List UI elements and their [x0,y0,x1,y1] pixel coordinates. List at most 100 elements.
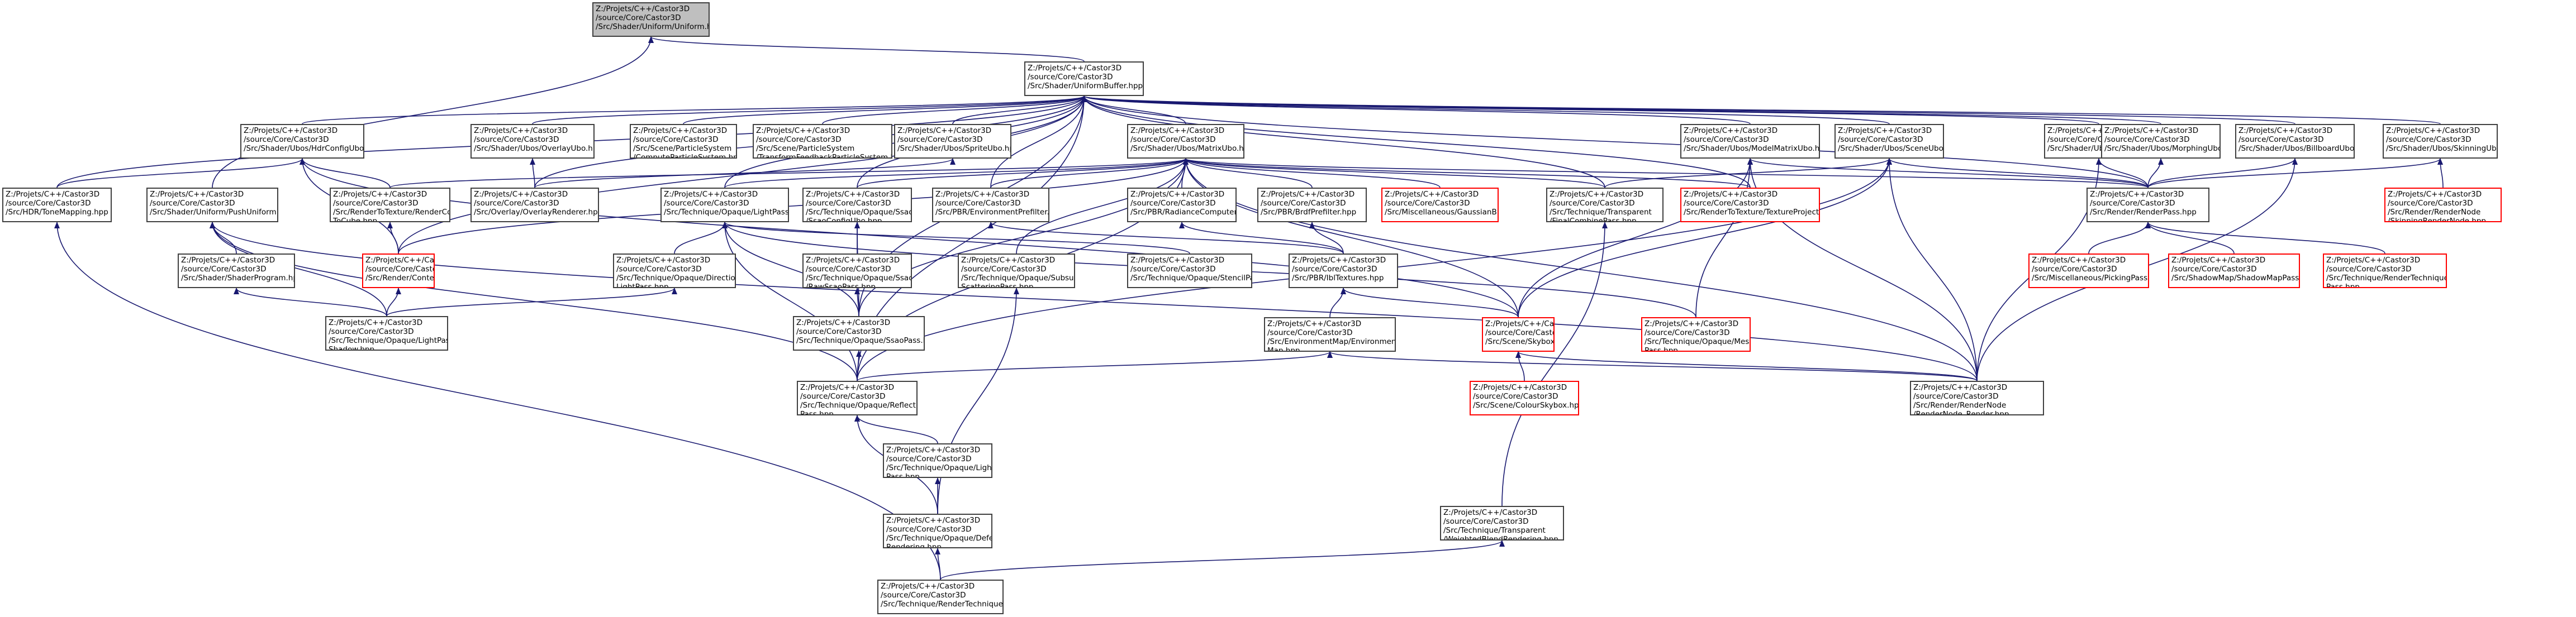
dependency-edge [940,540,1505,580]
file-node-rtttexproj[interactable]: Z:/Projets/C++/Castor3D/source/Core/Cast… [1680,188,1820,222]
dependency-edge [398,95,1087,254]
file-node-hdrcfg[interactable]: Z:/Projets/C++/Castor3D/source/Core/Cast… [240,124,364,159]
file-node-matrixubo[interactable]: Z:/Projets/C++/Castor3D/source/Core/Cast… [1127,124,1244,159]
file-node-line: /source/Core/Castor3D [244,135,329,144]
file-node-root[interactable]: Z:/Projets/C++/Castor3D/source/Core/Cast… [592,2,710,37]
file-node-line: Pass.hpp [1645,346,1678,352]
file-node-line: Z:/Projets/C++/Castor3D [1485,319,1554,328]
file-node-colourskybox[interactable]: Z:/Projets/C++/Castor3D/source/Core/Cast… [1470,381,1579,415]
file-node-line: Z:/Projets/C++/Castor3D [1261,190,1355,199]
file-node-morphingubo[interactable]: Z:/Projets/C++/Castor3D/source/Core/Cast… [2101,124,2221,159]
file-node-line: /source/Core/Castor3D [1130,265,1216,274]
file-node-line: /SkinningRenderNode.hpp [2388,217,2486,222]
dependency-edge [857,158,1189,188]
file-node-line: /Src/Technique/Opaque/StencilPass.hpp [1130,274,1251,283]
dependency-edge [1081,95,2295,125]
file-node-modelmatrixubo[interactable]: Z:/Projets/C++/Castor3D/source/Core/Cast… [1680,124,1820,159]
file-node-line: Z:/Projets/C++/Castor3D [596,4,690,13]
file-node-line: /Src/Shader/Uniform/Uniform.hpp [596,22,710,31]
file-node-gaussianblur[interactable]: Z:/Projets/C++/Castor3D/source/Core/Cast… [1381,188,1499,222]
file-node-hdrtonemap[interactable]: Z:/Projets/C++/Castor3D/source/Core/Cast… [2,188,112,222]
dependency-edge [1183,158,2149,188]
file-node-spriteubo[interactable]: Z:/Projets/C++/Castor3D/source/Core/Cast… [894,124,1011,159]
file-node-lightpass[interactable]: Z:/Projets/C++/Castor3D/source/Core/Cast… [660,188,789,222]
file-node-renderpass[interactable]: Z:/Projets/C++/Castor3D/source/Core/Cast… [2087,188,2209,222]
file-node-line: ScatteringPass.hpp [961,283,1034,288]
file-node-line: Pass.hpp [800,410,834,415]
file-node-shadowmappass[interactable]: Z:/Projets/C++/Castor3D/source/Core/Cast… [2168,254,2300,288]
dependency-edge [1695,158,1753,318]
dependency-edge [856,350,862,381]
file-node-overlayrenderer[interactable]: Z:/Projets/C++/Castor3D/source/Core/Cast… [470,188,599,222]
file-node-skinningrendernode[interactable]: Z:/Projets/C++/Castor3D/source/Core/Cast… [2384,188,2502,222]
file-node-cps[interactable]: Z:/Projets/C++/Castor3D/source/Core/Cast… [630,124,737,159]
file-node-line: /Src/Technique/Transparent [1550,208,1652,217]
file-node-skinningubo[interactable]: Z:/Projets/C++/Castor3D/source/Core/Cast… [2383,124,2498,159]
file-node-weightedblend[interactable]: Z:/Projets/C++/Castor3D/source/Core/Cast… [1440,506,1564,541]
file-node-tfps[interactable]: Z:/Projets/C++/Castor3D/source/Core/Cast… [753,124,892,159]
file-node-brdfprefilter[interactable]: Z:/Projets/C++/Castor3D/source/Core/Cast… [1257,188,1367,222]
file-node-line: /source/Core/Castor3D [1443,517,1529,526]
file-node-line: /Src/Shader/ShaderProgram.hpp [181,274,295,283]
dependency-edge [722,222,1190,254]
file-node-skybox[interactable]: Z:/Projets/C++/Castor3D/source/Core/Cast… [1482,317,1555,352]
file-node-line: Z:/Projets/C++/Castor3D [961,256,1056,265]
file-node-line: /source/Core/Castor3D [2388,199,2473,208]
file-node-line: Z:/Projets/C++/Castor3D [886,516,981,525]
file-node-finalcombine[interactable]: Z:/Projets/C++/Castor3D/source/Core/Cast… [1546,188,1664,222]
file-node-line: /source/Core/Castor3D [1130,199,1216,208]
file-node-stencilpass[interactable]: Z:/Projets/C++/Castor3D/source/Core/Cast… [1127,254,1252,288]
file-node-ibltextures[interactable]: Z:/Projets/C++/Castor3D/source/Core/Cast… [1289,254,1398,288]
dependency-edge [1309,222,1344,254]
file-node-line: /Src/Shader/Ubos/OverlayUbo.hpp [474,144,595,153]
file-node-line: Z:/Projets/C++/Castor3D [1443,508,1538,517]
file-node-rawssaopass[interactable]: Z:/Projets/C++/Castor3D/source/Core/Cast… [802,254,912,288]
dependency-edge [857,351,1333,381]
file-node-pushuniform[interactable]: Z:/Projets/C++/Castor3D/source/Core/Cast… [146,188,278,222]
file-node-sssspass[interactable]: Z:/Projets/C++/Castor3D/source/Core/Cast… [958,254,1075,288]
file-node-line: Z:/Projets/C++/Castor3D [1645,319,1739,328]
file-node-shaderprogram[interactable]: Z:/Projets/C++/Castor3D/source/Core/Cast… [178,254,295,288]
dependency-edge [2437,158,2444,188]
file-node-rttcolour[interactable]: Z:/Projets/C++/Castor3D/source/Core/Cast… [330,188,450,222]
file-node-reflectionpass[interactable]: Z:/Projets/C++/Castor3D/source/Core/Cast… [797,381,918,415]
file-node-pickingpass[interactable]: Z:/Projets/C++/Castor3D/source/Core/Cast… [2028,254,2149,288]
file-node-rendernoderender[interactable]: Z:/Projets/C++/Castor3D/source/Core/Cast… [1910,381,2044,415]
dependency-edge [952,95,1087,125]
file-node-line: /source/Core/Castor3D [1385,199,1470,208]
file-node-dirlightpass[interactable]: Z:/Projets/C++/Castor3D/source/Core/Cast… [613,254,736,288]
file-node-rendertechnique[interactable]: Z:/Projets/C++/Castor3D/source/Core/Cast… [877,580,1004,614]
file-node-line: Z:/Projets/C++/Castor3D [806,256,900,265]
file-node-line: /source/Core/Castor3D [1838,135,1923,144]
file-node-overlayubo[interactable]: Z:/Projets/C++/Castor3D/source/Core/Cast… [470,124,595,159]
dependency-edge [1081,95,2149,188]
file-node-line: /source/Core/Castor3D [2238,135,2324,144]
file-node-ssaoconfigubo[interactable]: Z:/Projets/C++/Castor3D/source/Core/Cast… [802,188,912,222]
file-node-line: /source/Core/Castor3D [365,265,434,274]
file-node-ub[interactable]: Z:/Projets/C++/Castor3D/source/Core/Cast… [1024,61,1144,96]
file-node-radiancecomputer[interactable]: Z:/Projets/C++/Castor3D/source/Core/Cast… [1127,188,1237,222]
file-node-line: /source/Core/Castor3D [1473,392,1558,401]
file-node-envmap[interactable]: Z:/Projets/C++/Castor3D/source/Core/Cast… [1264,317,1396,352]
file-node-line: /Src/Shader/Ubos/MorphingUbo.hpp [2104,144,2221,153]
file-node-line: /Src/Scene/Skybox.hpp [1485,337,1555,346]
file-node-sceneubo[interactable]: Z:/Projets/C++/Castor3D/source/Core/Cast… [1834,124,1944,159]
file-node-lightingpass[interactable]: Z:/Projets/C++/Castor3D/source/Core/Cast… [883,443,992,478]
file-node-rendertechpass[interactable]: Z:/Projets/C++/Castor3D/source/Core/Cast… [2323,254,2447,288]
file-node-line: Z:/Projets/C++/Castor3D [2238,126,2333,135]
file-node-ssaopass[interactable]: Z:/Projets/C++/Castor3D/source/Core/Cast… [793,316,925,351]
file-node-rendercontext[interactable]: Z:/Projets/C++/Castor3D/source/Core/Cast… [362,254,435,288]
file-node-envprefilter[interactable]: Z:/Projets/C++/Castor3D/source/Core/Cast… [932,188,1049,222]
file-node-line: Z:/Projets/C++/Castor3D [2388,190,2482,199]
dependency-edge [990,158,1189,188]
file-node-line: /SsaoConfigUbo.hpp [806,217,882,222]
dependency-edge [398,158,1189,254]
file-node-line: /source/Core/Castor3D [1913,392,1999,401]
file-node-lightpassshadow[interactable]: Z:/Projets/C++/Castor3D/source/Core/Cast… [325,316,448,351]
file-node-line: Z:/Projets/C++/Castor3D [1550,190,1644,199]
file-node-billboardubo[interactable]: Z:/Projets/C++/Castor3D/source/Core/Cast… [2235,124,2355,159]
file-node-line: /Src/PBR/RadianceComputer.hpp [1130,208,1237,217]
file-node-line: /Src/Technique/Opaque/LightPass [329,336,448,345]
file-node-meshlightpass[interactable]: Z:/Projets/C++/Castor3D/source/Core/Cast… [1641,317,1751,352]
file-node-deferredrendering[interactable]: Z:/Projets/C++/Castor3D/source/Core/Cast… [883,514,992,548]
